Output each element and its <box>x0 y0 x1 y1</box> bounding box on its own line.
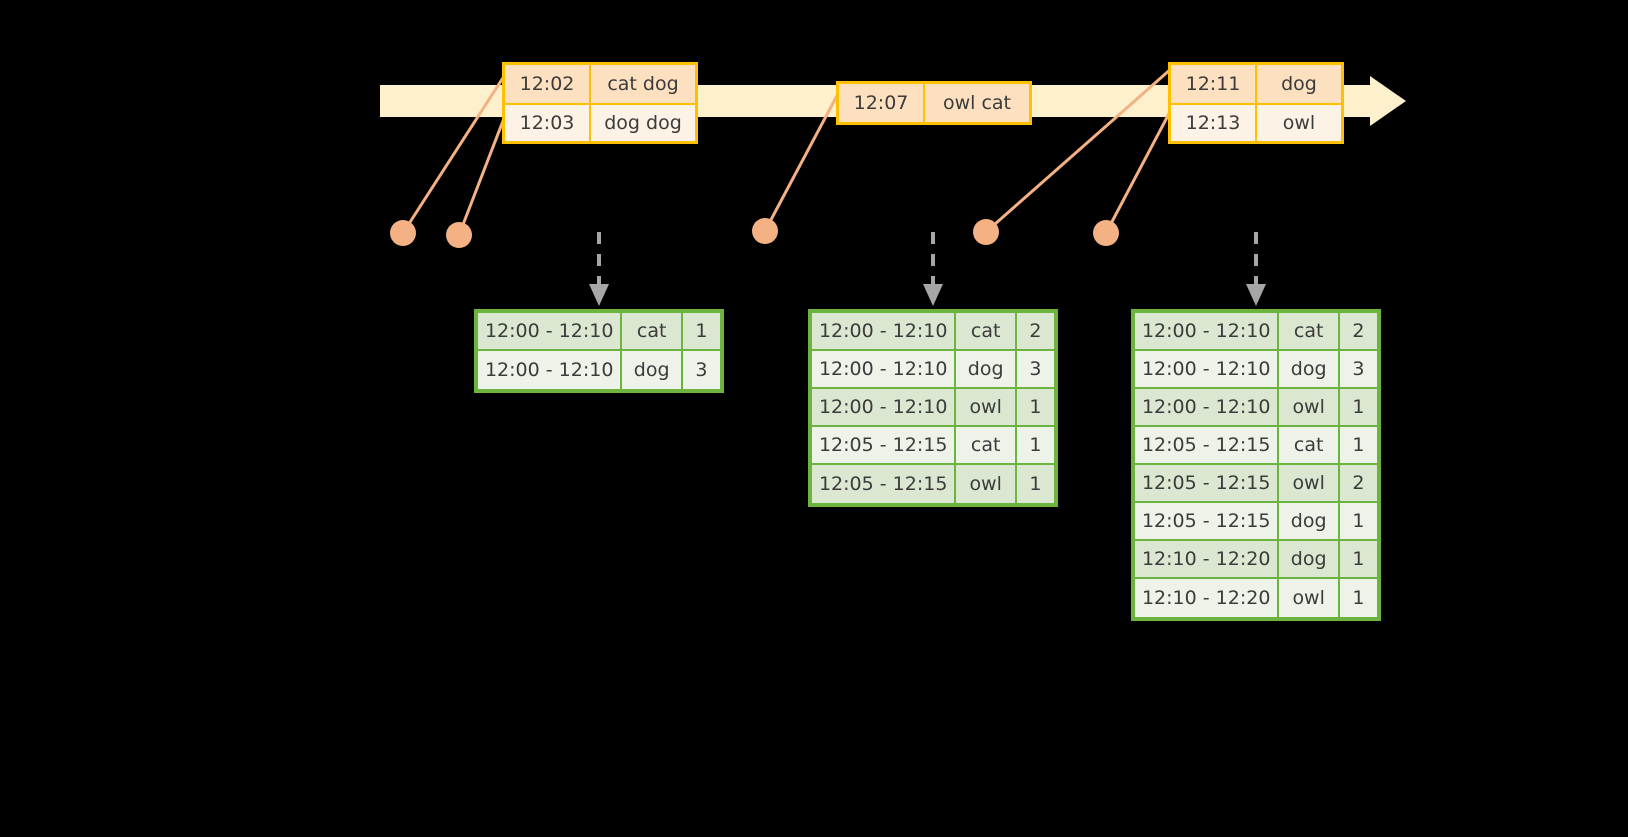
event-time: 12:11 <box>1171 65 1257 103</box>
window-cell: 12:10 - 12:20 <box>1135 541 1280 577</box>
window-cell: 12:00 - 12:10 <box>1135 313 1280 349</box>
count-cell: 2 <box>1352 472 1365 494</box>
event-words: dog dog <box>604 112 682 134</box>
timeline-arrowhead-icon <box>1370 76 1406 126</box>
word-cell: owl <box>956 389 1017 425</box>
flow-arrow-1 <box>589 232 609 306</box>
word-cell: dog <box>1279 351 1340 387</box>
word-cell: owl <box>1279 389 1340 425</box>
count-cell: 2 <box>1352 320 1365 342</box>
word-cell: dog <box>1279 541 1340 577</box>
event-dot-5 <box>1093 220 1119 246</box>
event-words: owl <box>1282 112 1316 134</box>
count-cell: 1 <box>695 320 708 342</box>
count-cell: 3 <box>1029 358 1042 380</box>
word-cell: dog <box>622 351 683 389</box>
word-cell: dog <box>1279 503 1340 539</box>
event-time: 12:13 <box>1171 105 1257 141</box>
event-time: 12:02 <box>505 65 591 103</box>
event-words: cat dog <box>607 73 679 95</box>
connector-line-2 <box>457 107 510 236</box>
window-cell: 12:05 - 12:15 <box>1135 427 1280 463</box>
word-cell: owl <box>1279 465 1340 501</box>
count-cell: 1 <box>1352 548 1365 570</box>
event-row: 12:07 owl cat <box>839 84 1029 122</box>
count-cell: 1 <box>1029 434 1042 456</box>
count-cell: 1 <box>1352 587 1365 609</box>
connector-line-5 <box>1104 107 1174 234</box>
window-cell: 12:00 - 12:10 <box>812 351 957 387</box>
window-cell: 12:05 - 12:15 <box>1135 465 1280 501</box>
count-cell: 1 <box>1352 434 1365 456</box>
word-cell: cat <box>1279 313 1340 349</box>
event-time: 12:03 <box>505 105 591 141</box>
word-cell: cat <box>956 427 1017 463</box>
event-group-1: 12:02 cat dog 12:03 dog dog <box>502 62 698 144</box>
word-cell: cat <box>956 313 1017 349</box>
window-cell: 12:00 - 12:10 <box>478 313 623 349</box>
count-cell: 1 <box>1352 396 1365 418</box>
event-dot-3 <box>752 218 778 244</box>
event-row: 12:13 owl <box>1171 103 1341 141</box>
word-cell: cat <box>1279 427 1340 463</box>
window-cell: 12:00 - 12:10 <box>812 389 957 425</box>
window-cell: 12:05 - 12:15 <box>812 465 957 503</box>
event-group-3: 12:11 dog 12:13 owl <box>1168 62 1344 144</box>
event-dot-1 <box>390 220 416 246</box>
window-cell: 12:00 - 12:10 <box>1135 389 1280 425</box>
event-dot-4 <box>973 219 999 245</box>
window-cell: 12:10 - 12:20 <box>1135 579 1280 617</box>
count-cell: 1 <box>1029 473 1042 495</box>
event-row: 12:03 dog dog <box>505 103 695 141</box>
event-row: 12:11 dog <box>1171 65 1341 103</box>
word-cell: owl <box>956 465 1017 503</box>
count-cell: 1 <box>1029 396 1042 418</box>
event-time: 12:07 <box>839 84 925 122</box>
window-cell: 12:00 - 12:10 <box>478 351 623 389</box>
word-cell: cat <box>622 313 683 349</box>
count-cell: 3 <box>695 359 708 381</box>
event-row: 12:02 cat dog <box>505 65 695 103</box>
word-cell: owl <box>1279 579 1340 617</box>
event-dot-2 <box>446 222 472 248</box>
event-words: owl cat <box>942 92 1012 114</box>
count-cell: 3 <box>1352 358 1365 380</box>
arrow-head-icon <box>923 284 943 306</box>
window-cell: 12:00 - 12:10 <box>812 313 957 349</box>
count-cell: 2 <box>1029 320 1042 342</box>
window-cell: 12:05 - 12:15 <box>1135 503 1280 539</box>
flow-arrow-3 <box>1246 232 1266 306</box>
flow-arrow-2 <box>923 232 943 306</box>
arrow-head-icon <box>1246 284 1266 306</box>
word-cell: dog <box>956 351 1017 387</box>
arrow-head-icon <box>589 284 609 306</box>
window-cell: 12:05 - 12:15 <box>812 427 957 463</box>
event-group-2: 12:07 owl cat <box>836 81 1032 125</box>
window-cell: 12:00 - 12:10 <box>1135 351 1280 387</box>
count-cell: 1 <box>1352 510 1365 532</box>
event-words: dog <box>1281 73 1317 95</box>
